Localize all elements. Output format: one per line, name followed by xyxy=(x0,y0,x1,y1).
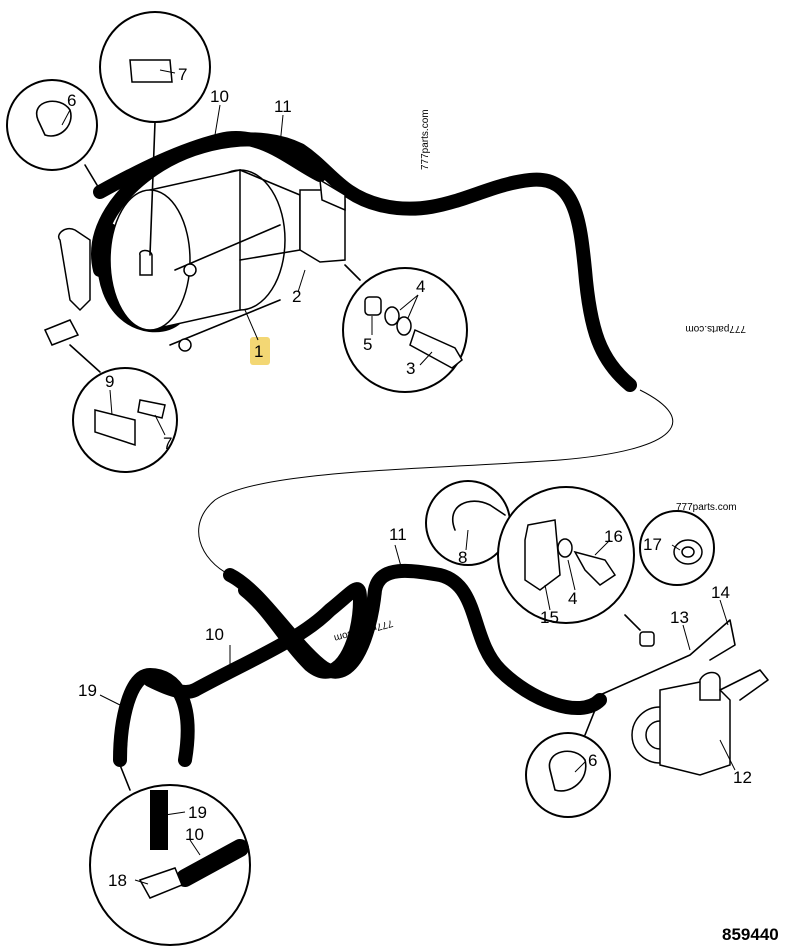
callout-19-bottom: 19 xyxy=(188,803,207,822)
nut-icon xyxy=(364,296,382,316)
callout-10-bottom: 10 xyxy=(185,825,204,844)
callout-10-top: 10 xyxy=(210,87,229,106)
callout-8: 8 xyxy=(458,548,467,567)
callout-14: 14 xyxy=(711,583,730,602)
callout-6-top: 6 xyxy=(67,91,76,110)
watermark-1: 777parts.com xyxy=(420,109,431,170)
watermark-2: 777parts.com xyxy=(685,323,746,334)
callout-3: 3 xyxy=(406,359,415,378)
tee-fitting-icon xyxy=(94,409,136,447)
connection-line xyxy=(198,389,674,576)
callout-2: 2 xyxy=(292,287,301,306)
bolt-icon xyxy=(409,328,463,369)
tee-fitting-icon xyxy=(138,867,183,899)
hose-clamp-icon xyxy=(452,500,506,531)
washer-icon xyxy=(557,538,573,558)
callout-4-top: 4 xyxy=(416,277,425,296)
hose-clamp-icon xyxy=(548,750,587,792)
callout-17: 17 xyxy=(643,535,662,554)
hose-10-upper xyxy=(93,131,327,199)
washer-icon xyxy=(384,306,400,326)
callout-1: 1 xyxy=(254,342,263,361)
elbow-fitting-icon xyxy=(129,59,173,83)
callout-9: 9 xyxy=(105,372,114,391)
callout-5: 5 xyxy=(363,335,372,354)
bracket-icon xyxy=(524,519,561,591)
callout-10-middle: 10 xyxy=(205,625,224,644)
callout-labels: 6 7 10 11 2 1 4 5 3 9 7 8 11 15 4 16 17 … xyxy=(67,65,752,890)
detail-circle-18 xyxy=(89,784,251,946)
callout-13: 13 xyxy=(670,608,689,627)
callout-11-bottom: 11 xyxy=(389,525,407,544)
callout-12: 12 xyxy=(733,768,752,787)
hose-11-lower xyxy=(223,563,607,715)
callout-16: 16 xyxy=(604,527,623,546)
callout-19-top: 19 xyxy=(78,681,97,700)
detail-circle-6-bottom xyxy=(525,732,611,818)
pump-icon xyxy=(599,619,769,776)
leader-lines xyxy=(61,69,736,885)
callout-15: 15 xyxy=(540,608,559,627)
highlight-part-1 xyxy=(250,337,270,365)
filter-assembly xyxy=(43,169,346,352)
callout-4-bottom: 4 xyxy=(568,589,577,608)
callout-7-bottom: 7 xyxy=(163,434,172,453)
detail-circle-6-top xyxy=(6,79,98,171)
callout-6-bottom: 6 xyxy=(588,751,597,770)
callout-18: 18 xyxy=(108,871,127,890)
callout-11-top: 11 xyxy=(274,97,292,116)
callout-7-top: 7 xyxy=(178,65,187,84)
drawing-number: 859440 xyxy=(722,925,779,944)
bolt-icon xyxy=(573,550,617,586)
watermark-3: 777parts.com xyxy=(676,502,737,513)
